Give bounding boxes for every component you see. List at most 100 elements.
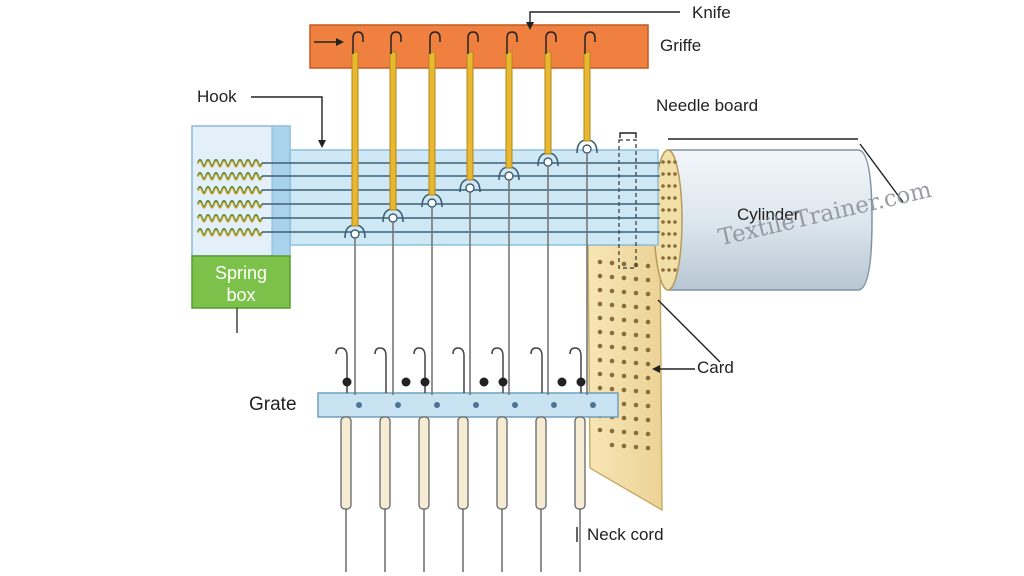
latch-ball <box>479 377 489 387</box>
hook-label: Hook <box>197 87 237 106</box>
hook-tail <box>496 416 508 510</box>
card-hole <box>645 333 651 339</box>
card-hole <box>621 345 627 351</box>
grate-hole <box>512 402 518 408</box>
hook <box>428 51 436 196</box>
hook-tail <box>457 416 469 510</box>
grate-hole <box>590 402 596 408</box>
card-hole <box>633 304 639 310</box>
spring-box-label: Spring box <box>193 262 289 306</box>
lifting-hook <box>491 347 504 393</box>
leader-lines <box>251 11 721 542</box>
hook-top <box>584 31 596 54</box>
card-hole <box>633 388 639 394</box>
card-hole <box>645 417 651 423</box>
cylinder-label: Cylinder <box>737 205 800 224</box>
spring-highlight <box>197 215 263 223</box>
cylinder-hole <box>673 256 677 260</box>
hook <box>505 51 513 169</box>
card-hole <box>609 372 615 378</box>
card-hole <box>621 373 627 379</box>
lifting-hook <box>530 347 543 393</box>
grate-hole <box>473 402 479 408</box>
card-hole <box>633 402 639 408</box>
leader-arrowheads <box>318 22 660 373</box>
cylinder-hole <box>667 184 671 188</box>
card-hole <box>621 261 627 267</box>
latch-ball <box>420 377 430 387</box>
cylinder-hole <box>667 268 671 272</box>
card-hole <box>645 375 651 381</box>
card-hole <box>633 332 639 338</box>
cylinder-hole <box>667 196 671 200</box>
card-hole <box>645 347 651 353</box>
card-hole <box>633 374 639 380</box>
card-hole <box>609 302 615 308</box>
hook-eye <box>388 213 398 223</box>
spring-highlight <box>197 187 263 195</box>
hook-eye <box>582 144 592 154</box>
card-hole <box>597 357 603 363</box>
griffe-label: Griffe <box>660 36 702 55</box>
hook <box>544 51 552 155</box>
cylinder-hole <box>661 160 665 164</box>
cylinder-hole <box>661 244 665 248</box>
hook-top <box>467 31 479 54</box>
card-hole <box>645 403 651 409</box>
card-hole <box>633 346 639 352</box>
card-hole <box>597 427 603 433</box>
latch-ball <box>342 377 352 387</box>
grate-hole <box>551 402 557 408</box>
cylinder-hole <box>661 208 665 212</box>
card-hole <box>621 289 627 295</box>
card-holes <box>597 259 651 451</box>
lifting-hook <box>452 347 465 393</box>
needle-board-body <box>289 149 659 246</box>
cylinder-hole <box>661 232 665 236</box>
cylinder-hole <box>667 244 671 248</box>
spring-box <box>191 125 291 333</box>
card-hole <box>621 429 627 435</box>
cylinder-hole <box>673 160 677 164</box>
cylinder-hole <box>667 172 671 176</box>
card-hole <box>609 386 615 392</box>
card-hole <box>645 291 651 297</box>
card-hole <box>609 358 615 364</box>
cylinder-hole <box>661 172 665 176</box>
card-hole <box>633 276 639 282</box>
card-hole <box>621 317 627 323</box>
cylinder-hole <box>661 220 665 224</box>
card-hole <box>597 259 603 265</box>
spring-highlight <box>197 173 263 181</box>
card-hole <box>621 303 627 309</box>
card-hole <box>609 316 615 322</box>
cylinder-holes <box>661 160 677 272</box>
hook-top <box>506 31 518 54</box>
card-hole <box>645 277 651 283</box>
grate-label: Grate <box>249 394 297 415</box>
card-hole <box>621 359 627 365</box>
spring-highlight <box>197 229 263 237</box>
latch-ball <box>498 377 508 387</box>
grate <box>317 392 619 418</box>
card-hole <box>597 343 603 349</box>
card-hole <box>633 318 639 324</box>
hook-eye <box>465 183 475 193</box>
card-hole <box>597 385 603 391</box>
card-hole <box>645 431 651 437</box>
grate-hole <box>395 402 401 408</box>
card-hole <box>621 275 627 281</box>
card-hole <box>597 315 603 321</box>
cylinder-hole <box>667 220 671 224</box>
cylinder-hole <box>673 184 677 188</box>
hook-tail <box>379 416 391 510</box>
hook <box>466 51 474 181</box>
lifting-hook <box>569 347 582 393</box>
spring-box-label-line1: Spring <box>214 263 268 283</box>
cylinder-hole <box>661 184 665 188</box>
card-label: Card <box>697 358 734 377</box>
springs <box>197 159 263 237</box>
card-hole <box>609 330 615 336</box>
hook-shanks <box>335 153 588 572</box>
